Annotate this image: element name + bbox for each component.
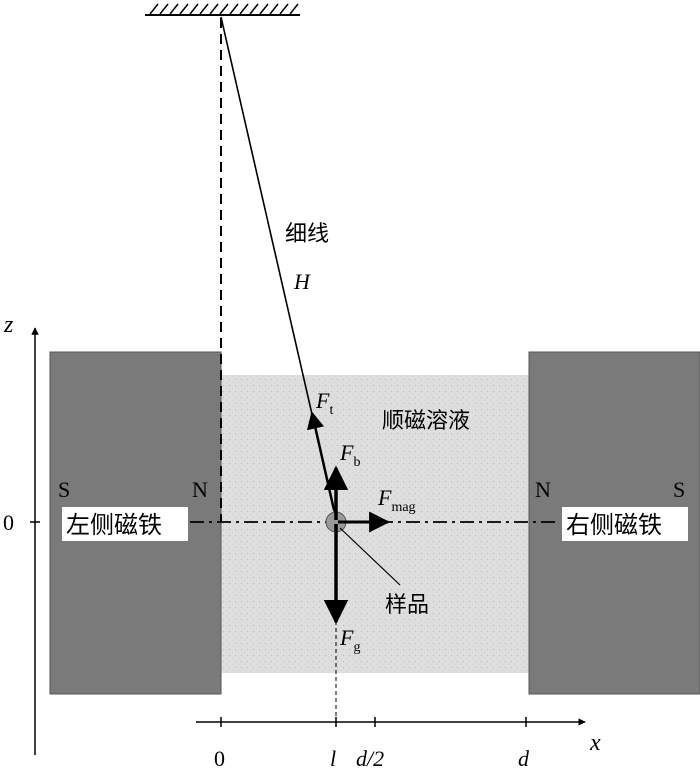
x-tick-label-d: d	[518, 746, 530, 770]
left-magnet-s-pole: S	[58, 477, 70, 502]
left-magnet-label: 左侧磁铁	[66, 511, 162, 539]
thread-label: 细线	[285, 222, 329, 247]
buoyancy-force-label: Fb	[339, 440, 360, 470]
gravity-force-label: Fg	[339, 625, 360, 655]
magnetic-force-label: Fmag	[377, 485, 416, 515]
x-tick-label-half-d: d/2	[356, 746, 384, 770]
sample-label: 样品	[385, 593, 429, 618]
tension-arrow	[306, 411, 336, 511]
x-tick-label-l: l	[330, 746, 336, 770]
solution-label: 顺磁溶液	[382, 409, 470, 434]
paramagnetic-solution	[221, 375, 529, 673]
tension-force-label: Ft	[315, 388, 333, 418]
thread-length-label: H	[293, 269, 311, 294]
ceiling-support	[145, 3, 300, 16]
right-magnet-n-pole: N	[535, 477, 551, 502]
left-magnet-n-pole: N	[192, 477, 208, 502]
z-zero-label: 0	[3, 510, 14, 535]
right-magnet-label: 右侧磁铁	[566, 511, 662, 539]
x-axis-label: x	[589, 730, 601, 756]
left-magnet-label-box	[62, 507, 188, 541]
z-axis-label: z	[3, 312, 14, 338]
right-magnet-label-box	[562, 507, 688, 541]
x-tick-label-0: 0	[214, 746, 225, 770]
sample-leader-line	[339, 527, 401, 586]
right-magnet-s-pole: S	[673, 477, 685, 502]
